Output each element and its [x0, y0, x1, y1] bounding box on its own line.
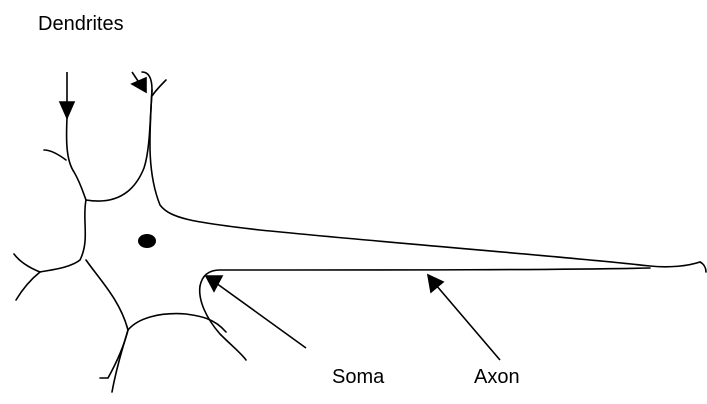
dendrite-twig-left: [43, 149, 67, 161]
dendrite-top-right: [85, 71, 153, 202]
label-axon: Axon: [474, 366, 520, 388]
dendrite-bottom: [99, 329, 129, 379]
axon-lower-edge: [199, 267, 651, 287]
dendrite-top-left: [65, 117, 87, 201]
axon-arrow-head: [426, 273, 445, 294]
dendrite-twig-top: [151, 79, 167, 97]
dendrite-left-twig: [13, 253, 41, 273]
label-dendrites: Dendrites: [38, 13, 124, 35]
axon-arrow-shaft: [435, 284, 501, 361]
soma-arrow-shaft: [215, 282, 307, 349]
axon-upper-edge: [149, 89, 701, 268]
axon-end-twig: [699, 261, 707, 273]
soma-lower-edge: [198, 285, 247, 361]
soma-bottom: [85, 259, 227, 333]
dendrite-arrow-left-head: [58, 101, 76, 120]
nucleus: [138, 234, 156, 248]
dendrite-left: [39, 199, 87, 273]
label-soma: Soma: [332, 366, 385, 388]
dendrite-bottom-branch: [111, 329, 129, 393]
dendrite-arrow-right-head: [130, 76, 147, 94]
dendrite-bottom-left: [15, 271, 41, 301]
soma-arrow-head: [204, 275, 224, 293]
